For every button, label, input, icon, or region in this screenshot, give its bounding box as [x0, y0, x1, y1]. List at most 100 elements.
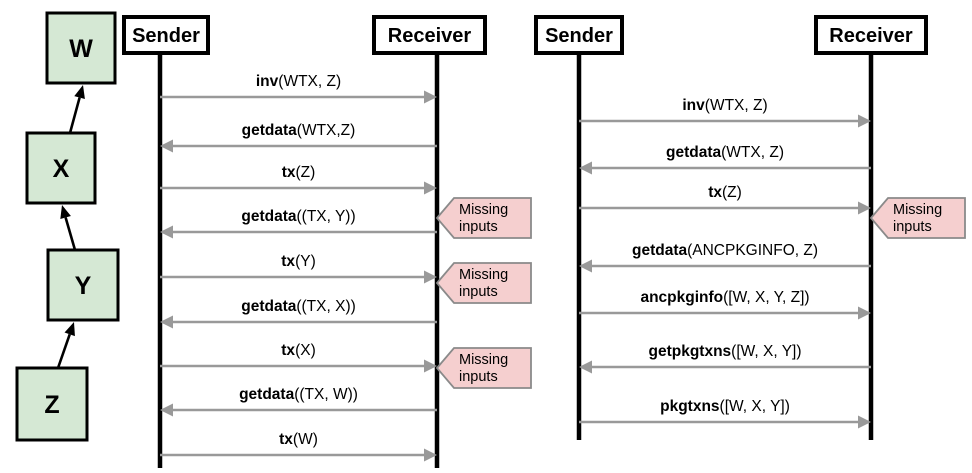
callout-line-1: Missing [893, 202, 942, 218]
message-command: getpkgtxns [648, 343, 731, 360]
message-arguments: ([W, X, Y]) [720, 398, 790, 415]
message-arrowhead [579, 360, 592, 374]
actor-receiver[interactable]: Receiver [814, 15, 928, 55]
message-arguments: (W) [293, 431, 318, 448]
dag-node-box[interactable] [45, 11, 117, 85]
message-label: getdata((TX, Y)) [241, 208, 355, 225]
message-command: ancpkginfo [640, 289, 723, 306]
dag-edge-line [68, 97, 81, 134]
dag-edge-arrowhead [60, 205, 71, 220]
message-arguments: ([W, X, Y]) [731, 343, 801, 360]
dag-node-z[interactable]: Z [15, 366, 89, 442]
actor-box[interactable] [372, 15, 487, 55]
actor-sender[interactable]: Sender [534, 15, 624, 55]
message-getdata-2: getdata(WTX,Z) [160, 122, 437, 153]
message-arrowhead [160, 315, 173, 329]
message-arguments: (WTX, Z) [721, 144, 784, 161]
message-arrowhead [858, 306, 871, 320]
actor-box[interactable] [122, 15, 210, 55]
message-tx-9: tx(W) [160, 431, 437, 462]
actor-label: Receiver [829, 25, 913, 47]
dag-node-y[interactable]: Y [46, 248, 120, 322]
message-getdata-4: getdata((TX, Y)) [160, 208, 437, 239]
message-label: getdata(WTX,Z) [242, 122, 356, 139]
message-command: getdata [632, 242, 688, 259]
callout-line-2: inputs [459, 369, 498, 385]
message-label: tx(Z) [708, 184, 742, 201]
message-command: tx [708, 184, 722, 201]
actor-sender[interactable]: Sender [122, 15, 210, 55]
message-arguments: ((TX, X)) [296, 298, 355, 315]
message-label: getpkgtxns([W, X, Y]) [648, 343, 801, 360]
dag-node-w[interactable]: W [45, 11, 117, 85]
actor-label: Receiver [388, 25, 472, 47]
message-arrowhead [424, 90, 437, 104]
actor-label: Sender [545, 25, 613, 47]
dag-edge-line [56, 333, 71, 369]
message-command: getdata [241, 298, 297, 315]
message-arguments: (WTX,Z) [297, 122, 356, 139]
message-arguments: ([W, X, Y, Z]) [723, 289, 809, 306]
dag-node-label: Z [44, 391, 59, 419]
message-command: getdata [242, 122, 298, 139]
message-label: getdata((TX, X)) [241, 298, 356, 315]
message-command: inv [256, 73, 279, 90]
message-label: inv(WTX, Z) [682, 97, 767, 114]
message-arrowhead [424, 270, 437, 284]
message-inv-1: inv(WTX, Z) [579, 97, 871, 128]
dag-edge-y-to-x [60, 205, 77, 251]
message-arguments: ((TX, W)) [294, 386, 358, 403]
message-arguments: (Z) [296, 164, 316, 181]
message-arrowhead [858, 415, 871, 429]
message-label: inv(WTX, Z) [256, 73, 341, 90]
callout-line-1: Missing [459, 267, 508, 283]
message-tx-7: tx(X) [160, 342, 437, 373]
message-arrowhead [858, 201, 871, 215]
dag-node-label: Y [75, 272, 92, 300]
dag-edge-line [64, 217, 77, 251]
dag-node-label: W [69, 35, 93, 63]
message-arguments: (ANCPKGINFO, Z) [687, 242, 818, 259]
dag-node-x[interactable]: X [25, 131, 97, 205]
message-arrowhead [424, 181, 437, 195]
message-label: pkgtxns([W, X, Y]) [660, 398, 790, 415]
message-command: pkgtxns [660, 398, 719, 415]
message-label: getdata(ANCPKGINFO, Z) [632, 242, 818, 259]
message-arrowhead [160, 225, 173, 239]
message-arrowhead [579, 161, 592, 175]
callout-line-1: Missing [459, 202, 508, 218]
dag-edge-arrowhead [74, 85, 85, 99]
message-command: tx [281, 253, 295, 270]
dag-edge-z-to-y [56, 322, 75, 369]
message-arguments: (WTX, Z) [278, 73, 341, 90]
message-command: tx [279, 431, 293, 448]
message-command: getdata [239, 386, 295, 403]
actor-label: Sender [132, 25, 200, 47]
message-label: ancpkginfo([W, X, Y, Z]) [640, 289, 809, 306]
message-arrowhead [160, 403, 173, 417]
message-arrowhead [424, 448, 437, 462]
dag-node-box[interactable] [46, 248, 120, 322]
actor-box[interactable] [534, 15, 624, 55]
callout-line-2: inputs [459, 219, 498, 235]
callout-line-2: inputs [893, 219, 932, 235]
callout-shape [435, 262, 532, 304]
actor-box[interactable] [814, 15, 928, 55]
message-arrowhead [160, 139, 173, 153]
dag-node-box[interactable] [25, 131, 97, 205]
callout-shape [869, 197, 966, 239]
message-arrowhead [858, 114, 871, 128]
message-inv-1: inv(WTX, Z) [160, 73, 437, 104]
message-command: tx [282, 164, 296, 181]
dag-node-box[interactable] [15, 366, 89, 442]
message-arguments: ((TX, Y)) [297, 208, 356, 225]
message-getdata-6: getdata((TX, X)) [160, 298, 437, 329]
message-label: tx(Z) [282, 164, 316, 181]
message-command: inv [682, 97, 705, 114]
sequence-diagram-legacy: inv(WTX, Z)getdata(WTX,Z)tx(Z)getdata((T… [122, 15, 532, 468]
actor-receiver[interactable]: Receiver [372, 15, 487, 55]
